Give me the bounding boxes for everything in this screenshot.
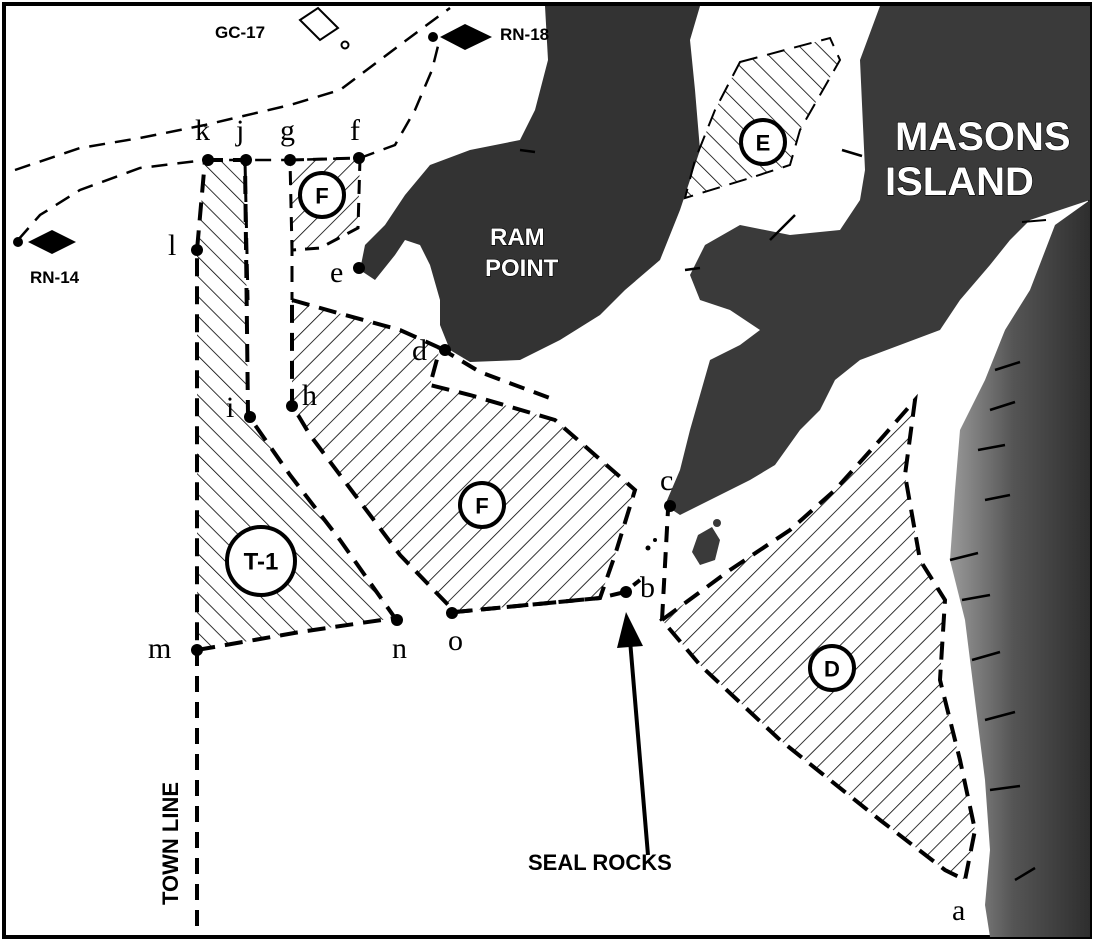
point-label-k: k	[195, 114, 210, 147]
point-label-a: a	[952, 894, 965, 927]
point-label-d: d	[412, 334, 427, 367]
buoy-rn14-marker	[13, 230, 76, 254]
point-dots	[191, 152, 676, 656]
islet-dot	[653, 538, 657, 542]
point-label-c: c	[660, 464, 673, 497]
zone-f-large-label: F	[475, 494, 488, 519]
zone-t1-badge: T-1	[225, 525, 297, 597]
zone-d-badge: D	[808, 644, 856, 692]
point-label-f: f	[350, 114, 360, 147]
zone-e-area	[683, 36, 842, 200]
zone-f-small-badge: F	[298, 171, 346, 219]
buoy-rn18-label: RN-18	[500, 25, 549, 44]
causeway	[995, 223, 1045, 332]
islet-dot	[645, 545, 651, 551]
point-label-i: i	[226, 391, 234, 424]
zone-f-large-area	[290, 297, 638, 615]
buoy-gc17-marker	[298, 6, 350, 50]
point-label-l: l	[168, 229, 176, 262]
dock-marks	[519, 148, 1036, 882]
zone-t1-label: T-1	[244, 549, 279, 576]
ram-point-label-line2: POINT	[485, 255, 559, 282]
masons-island-land	[665, 6, 1090, 515]
buoy-rn14-label: RN-14	[30, 268, 80, 287]
masons-island-label-line2: ISLAND	[885, 160, 1034, 204]
point-label-e: e	[330, 256, 343, 289]
east-shore-land	[950, 200, 1090, 937]
ram-point-label-line1: RAM	[490, 224, 545, 251]
islet	[692, 527, 720, 565]
point-label-j: j	[235, 114, 244, 147]
zone-t1-area	[195, 158, 399, 653]
seal-rocks-label: SEAL ROCKS	[528, 850, 672, 875]
zone-e-label: E	[756, 131, 771, 156]
seal-rocks-arrow	[617, 612, 650, 856]
zone-f-small-label: F	[315, 184, 328, 209]
zone-d-area	[659, 393, 978, 883]
buoy-rn18-marker	[428, 24, 492, 50]
islet-dot	[713, 519, 721, 527]
point-label-o: o	[448, 624, 463, 657]
masons-island-label-line1: MASONS	[895, 115, 1071, 159]
causeway-edge	[1021, 219, 1047, 223]
point-label-h: h	[302, 379, 317, 412]
point-label-n: n	[392, 632, 407, 665]
zone-e-badge: E	[739, 118, 787, 166]
ram-point-land	[360, 6, 700, 362]
point-label-b: b	[640, 571, 655, 604]
zone-f-large-badge: F	[458, 481, 506, 529]
town-line-label: TOWN LINE	[158, 782, 183, 905]
buoy-gc17-label: GC-17	[215, 23, 265, 42]
point-label-g: g	[280, 114, 295, 147]
zone-d-label: D	[824, 657, 840, 682]
point-label-m: m	[148, 632, 171, 665]
channel-lines	[14, 6, 670, 937]
